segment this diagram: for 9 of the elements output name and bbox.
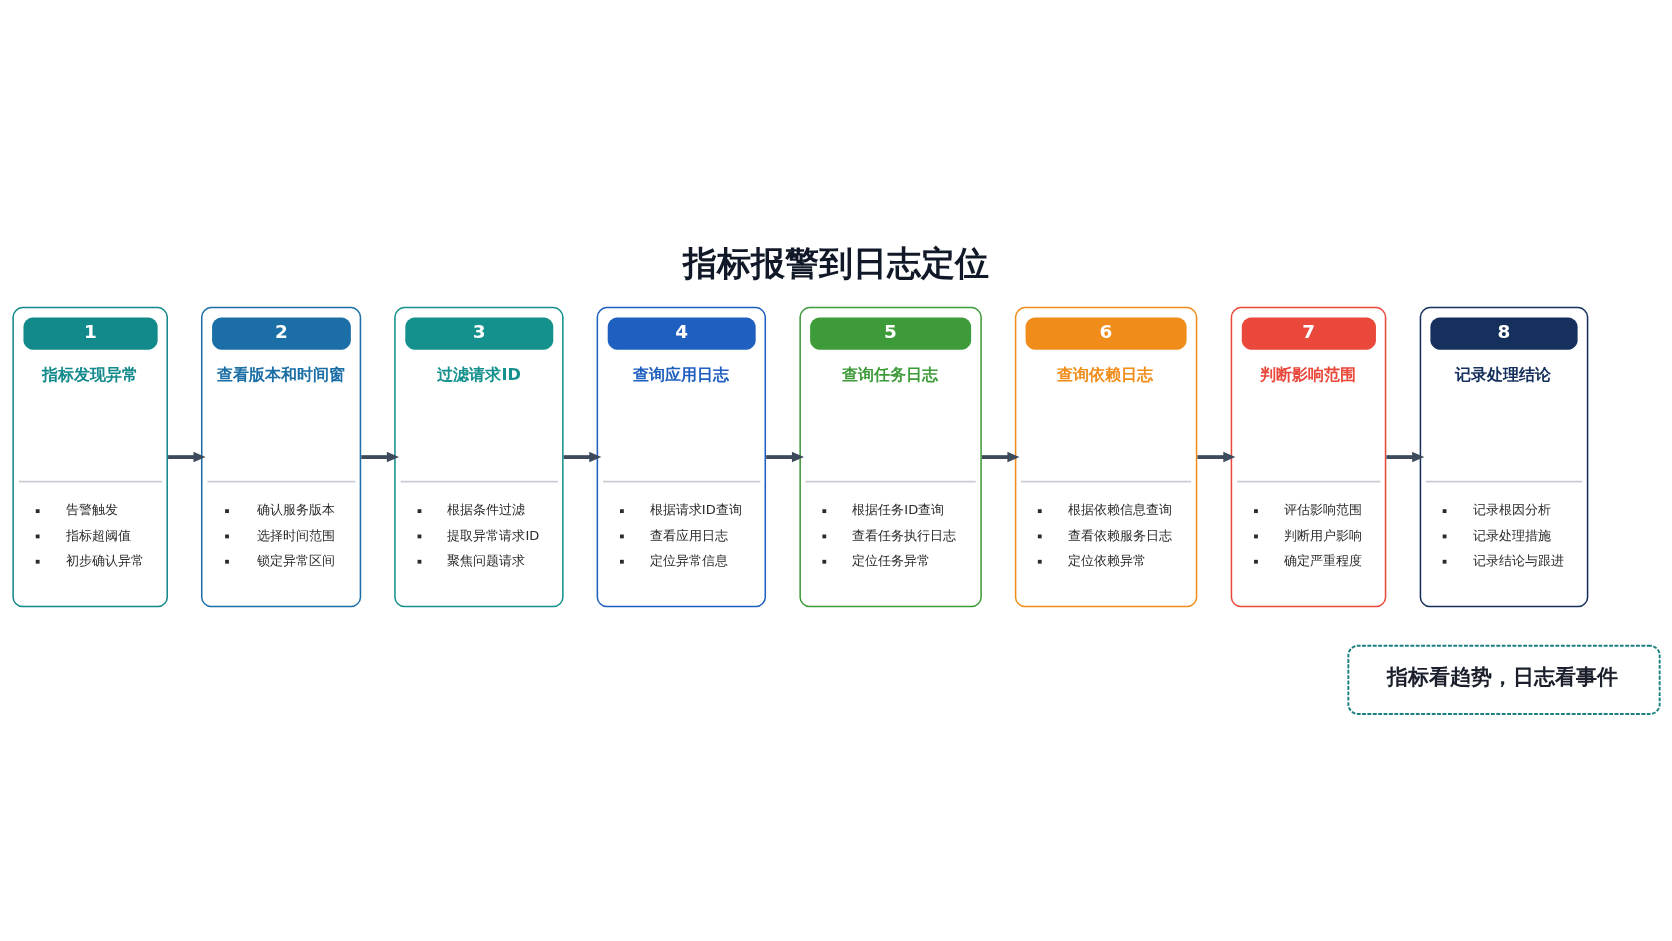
arrow	[1386, 451, 1425, 463]
arrow	[168, 451, 206, 463]
arrow	[563, 451, 602, 463]
arrow	[1197, 451, 1236, 463]
arrow	[361, 451, 399, 463]
diagram-title: 指标报警到日志定位	[683, 243, 990, 283]
arrow	[766, 451, 804, 463]
node-box: 指标看趋势，日志看事件	[1347, 644, 1661, 715]
arrow	[981, 451, 1020, 463]
